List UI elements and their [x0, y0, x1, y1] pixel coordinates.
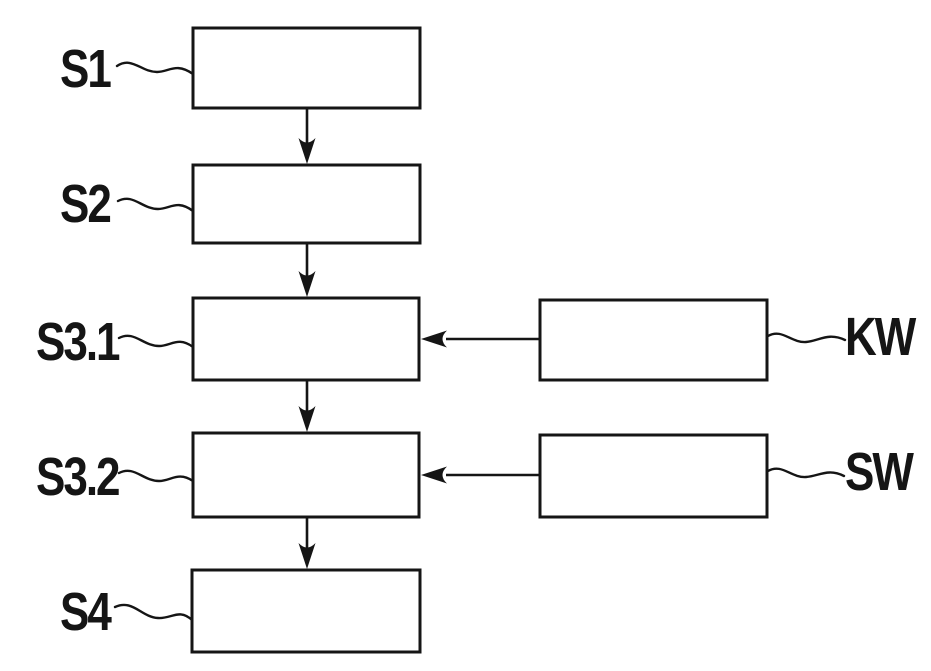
leader-s3-2	[117, 469, 195, 483]
leader-s4	[113, 603, 194, 622]
label-s1: S1	[60, 39, 112, 100]
box-s4	[190, 568, 422, 654]
box-s2	[191, 163, 422, 245]
leader-s3-1	[117, 334, 195, 349]
label-sw: SW	[845, 442, 914, 503]
box-s3-2	[191, 431, 421, 519]
edge-s31-s32-arrowhead	[298, 406, 316, 432]
leader-sw	[766, 467, 846, 479]
label-s4: S4	[60, 582, 112, 643]
edge-sw-s32-arrowhead	[421, 466, 447, 484]
edge-s1-s2-arrowhead	[298, 138, 316, 164]
label-s3-2: S3.2	[36, 447, 121, 508]
label-s2: S2	[60, 174, 112, 235]
box-sw	[538, 433, 769, 519]
edge-s2-s31-arrowhead	[298, 271, 316, 297]
box-kw	[538, 298, 769, 382]
box-s1	[191, 26, 422, 110]
label-kw: KW	[845, 307, 916, 368]
leader-s1	[115, 61, 195, 76]
label-s3-1: S3.1	[36, 312, 121, 373]
leader-kw	[766, 332, 847, 344]
leader-s2	[116, 197, 195, 213]
edge-kw-s31-arrowhead	[421, 330, 447, 348]
box-s3-1	[191, 296, 421, 382]
edge-s32-s4-arrowhead	[298, 543, 316, 569]
